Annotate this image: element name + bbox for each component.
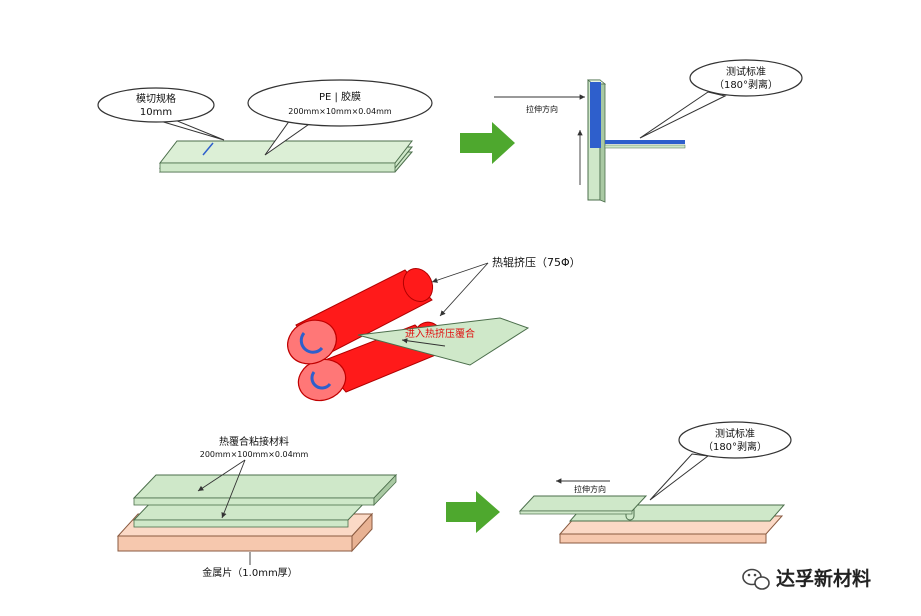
pull-direction-label-bottom: 拉伸方向 — [574, 484, 606, 494]
material-label-line1: 热覆合粘接材料 — [219, 435, 289, 448]
material-label-line2: 200mm×100mm×0.04mm — [200, 450, 309, 459]
hot-rollers — [287, 267, 444, 402]
roller-pointer-2 — [439, 262, 489, 317]
top-film-stack — [158, 140, 414, 173]
watermark: 达孚新材料 — [742, 567, 871, 590]
callout-pe-film-line2: 200mm×10mm×0.04mm — [288, 107, 392, 116]
top-peel-sample — [586, 79, 686, 203]
feed-label: 进入热挤压覆合 — [405, 327, 475, 340]
process-arrow-1 — [460, 122, 515, 164]
callout-die-cut-line2: 10mm — [140, 107, 172, 118]
process-arrow-2 — [446, 491, 500, 533]
pull-direction-label-top: 拉伸方向 — [526, 104, 558, 114]
bottom-peel-sample — [518, 495, 786, 544]
upper-film — [132, 474, 398, 506]
callout-pe-film: PE | 胶膜 200mm×10mm×0.04mm — [247, 79, 433, 156]
feed-arrow — [401, 338, 446, 347]
metal-label: 金属片（1.0mm厚） — [202, 566, 297, 579]
wechat-icon — [742, 568, 770, 590]
material-pointer-2 — [221, 459, 246, 519]
callout-die-cut: 模切规格 10mm — [97, 87, 225, 141]
callout-die-cut-line1: 模切规格 — [136, 92, 176, 105]
feed-sheet — [357, 317, 530, 366]
callout-test-standard-bottom: 测试标准 （180°剥离） — [649, 421, 792, 501]
dimension-mark — [202, 142, 214, 156]
roller-pointer-1 — [431, 262, 489, 283]
test-standard-top-line1: 测试标准 — [726, 65, 766, 78]
watermark-text: 达孚新材料 — [776, 567, 871, 590]
test-standard-bottom-line1: 测试标准 — [715, 427, 755, 440]
material-pointer-1 — [197, 459, 246, 492]
callout-test-standard-top: 测试标准 （180°剥离） — [639, 59, 803, 139]
callout-pe-film-line1: PE | 胶膜 — [319, 90, 361, 103]
test-standard-top-line2: （180°剥离） — [714, 78, 778, 91]
roller-label: 热辊挤压（75Φ） — [492, 255, 581, 269]
test-standard-bottom-line2: （180°剥离） — [703, 440, 767, 453]
